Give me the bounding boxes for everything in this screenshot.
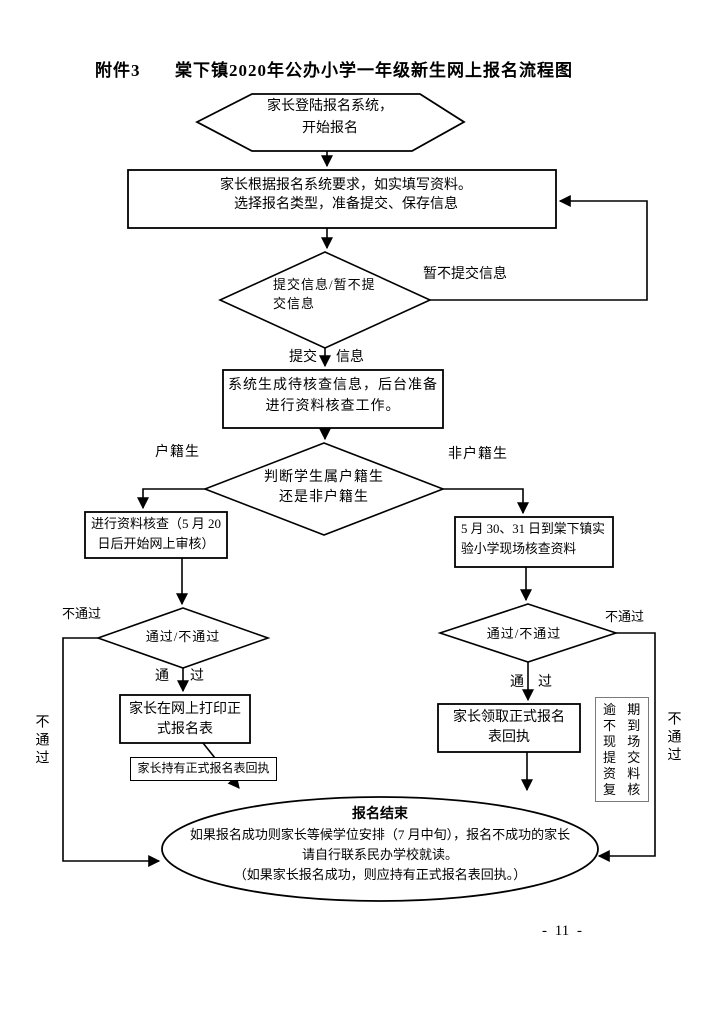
edge-nonresident-branch bbox=[443, 488, 529, 515]
right-result-decision-text: 通过/不通过 bbox=[486, 626, 562, 641]
edge-label-resident: 户籍生 bbox=[155, 445, 200, 460]
household-decision-shape bbox=[202, 442, 446, 536]
receipt-note-text: 家长持有正式报名表回执 bbox=[137, 761, 270, 775]
end-terminator-shape bbox=[161, 796, 599, 902]
online-review-line2: 日后开始网上审核） bbox=[97, 536, 215, 551]
end-node-title: 报名结束 bbox=[352, 807, 408, 822]
fill-form-line2: 选择报名类型，准备提交、保存信息 bbox=[234, 197, 458, 212]
fill-form-box-shape bbox=[127, 169, 557, 229]
submit-decision-shape bbox=[218, 251, 432, 349]
generate-review-line1: 系统生成待核查信息，后台准备 bbox=[228, 378, 438, 393]
edge-label-fail-left-side: 不通过 bbox=[33, 714, 49, 768]
overdue-note-row: 复 核 bbox=[603, 781, 641, 797]
receive-receipt-box-shape bbox=[437, 703, 581, 753]
online-review-line1: 进行资料核查（5 月 20 bbox=[90, 516, 222, 531]
start-node-line2: 开始报名 bbox=[302, 121, 358, 136]
page-title: 棠下镇2020年公办小学一年级新生网上报名流程图 bbox=[175, 61, 573, 80]
onsite-review-line2: 验小学现场核查资料 bbox=[461, 542, 577, 556]
generate-review-box-shape bbox=[222, 369, 444, 429]
page-number: - 11 - bbox=[542, 923, 582, 939]
generate-review-line2: 进行资料核查工作。 bbox=[265, 399, 401, 414]
household-decision-line1: 判断学生属户籍生 bbox=[264, 470, 384, 485]
end-node-line2: 请自行联系民办学校就读。 bbox=[301, 847, 459, 862]
receive-receipt-line2: 表回执 bbox=[488, 730, 530, 745]
start-node-line1: 家长登陆报名系统， bbox=[267, 99, 393, 114]
overdue-note-row: 资 料 bbox=[603, 765, 641, 781]
print-form-line1: 家长在网上打印正 bbox=[129, 702, 241, 717]
edge-label-pass-right-1: 通 bbox=[510, 675, 524, 690]
edge-label-pass-left-2: 过 bbox=[190, 669, 204, 684]
overdue-note-row: 不 到 bbox=[603, 718, 641, 734]
receive-receipt-line1: 家长领取正式报名 bbox=[453, 710, 565, 725]
submit-decision-line1: 提交信息/暂不提 bbox=[273, 277, 376, 292]
overdue-note-row: 现 场 bbox=[603, 734, 641, 750]
fill-form-line1: 家长根据报名系统要求，如实填写资料。 bbox=[220, 178, 472, 193]
end-node-line3: （如果家长报名成功，则应持有正式报名表回执。） bbox=[233, 867, 527, 882]
submit-decision-line2: 交信息 bbox=[273, 296, 316, 311]
receipt-note-box: 家长持有正式报名表回执 bbox=[130, 757, 277, 781]
edge-label-pass-left-1: 通 bbox=[155, 669, 169, 684]
edge-resident-branch bbox=[137, 488, 205, 510]
start-hexagon-shape bbox=[195, 93, 466, 152]
overdue-note-row: 逾 期 bbox=[603, 702, 641, 718]
end-node-line1: 如果报名成功则家长等候学位安排（7 月中旬），报名不成功的家长 bbox=[189, 827, 571, 842]
overdue-note-row: 提 交 bbox=[603, 749, 641, 765]
edge-label-fail-left: 不通过 bbox=[62, 606, 102, 621]
edge-label-non-resident: 非户籍生 bbox=[448, 447, 508, 462]
household-decision-line2: 还是非户籍生 bbox=[279, 490, 369, 505]
onsite-review-box-shape bbox=[454, 516, 614, 568]
edge-label-submit-part2: 信息 bbox=[336, 350, 364, 365]
overdue-note-box: 逾 期 不 到 现 场 提 交 资 料 复 核 bbox=[595, 697, 649, 802]
attachment-label: 附件3 bbox=[95, 61, 141, 80]
edge-label-fail-right-side: 不通过 bbox=[665, 711, 681, 765]
print-form-line2: 式报名表 bbox=[157, 722, 213, 737]
edge-rightfail-to-end bbox=[597, 632, 656, 862]
edge-leftfail-to-end bbox=[62, 637, 161, 867]
edge-label-fail-right: 不通过 bbox=[605, 609, 645, 624]
edge-label-pass-right-2: 过 bbox=[538, 675, 552, 690]
print-form-box-shape bbox=[119, 694, 251, 744]
edge-label-submit-part1: 提交 bbox=[289, 350, 317, 365]
onsite-review-line1: 5 月 30、31 日到棠下镇实 bbox=[461, 522, 605, 536]
edge-label-not-submit: 暂不提交信息 bbox=[423, 267, 507, 282]
left-result-decision-text: 通过/不通过 bbox=[145, 629, 221, 644]
online-review-box-shape bbox=[84, 511, 228, 559]
edge-notsubmit-loop bbox=[430, 195, 648, 301]
